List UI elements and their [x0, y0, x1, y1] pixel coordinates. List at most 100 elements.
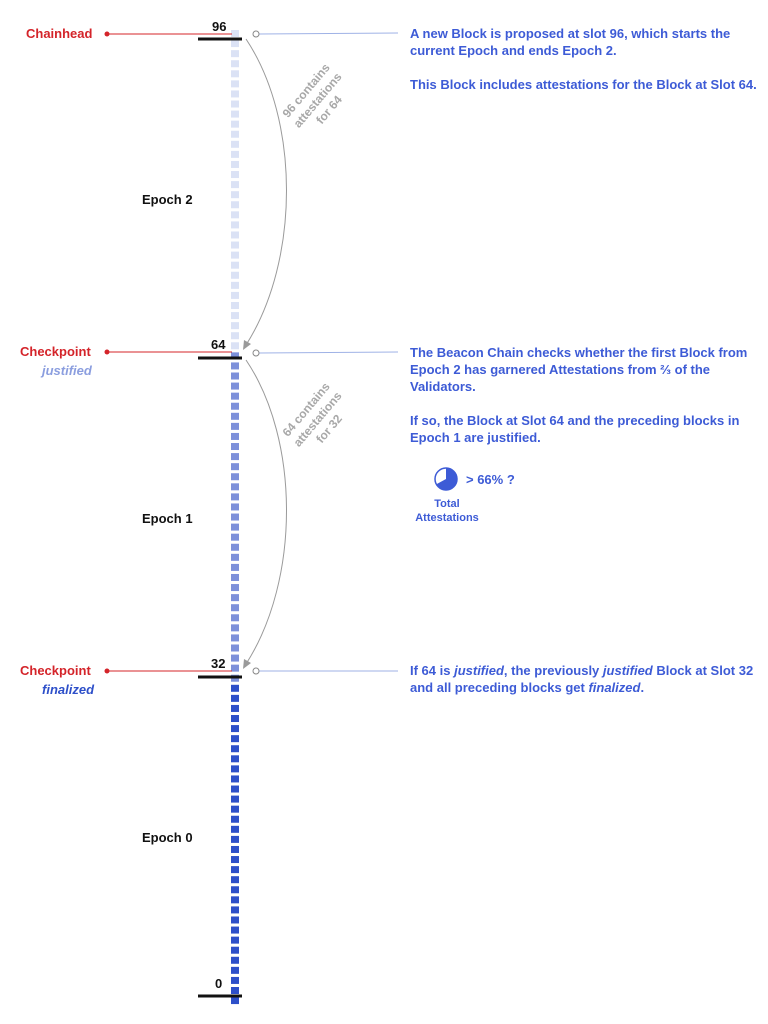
block-slot-53	[231, 463, 239, 471]
block-slot-9	[231, 906, 239, 914]
block-slot-76	[231, 231, 239, 239]
checkpoint-justified-label: Checkpoint	[20, 344, 91, 359]
total-attestations-line2: Attestations	[415, 512, 479, 524]
block-slot-70	[231, 291, 239, 299]
block-slot-85	[231, 140, 239, 148]
block-slot-82	[231, 171, 239, 179]
note-new-block-p2: This Block includes attestations for the…	[410, 77, 757, 92]
block-slot-88	[231, 110, 239, 118]
block-slot-16	[231, 835, 239, 843]
block-slot-33	[231, 664, 239, 672]
block-slot-13	[231, 866, 239, 874]
block-slot-81	[231, 181, 239, 189]
block-slot-12	[231, 876, 239, 884]
block-slot-65	[231, 342, 239, 350]
block-slot-48	[231, 513, 239, 521]
block-slot-90	[231, 90, 239, 98]
block-slot-77	[231, 221, 239, 229]
total-attestations-line1: Total	[434, 498, 460, 510]
block-slot-59	[231, 402, 239, 410]
block-slot-68	[231, 312, 239, 320]
note-finalization-text: If 64 is	[410, 663, 455, 678]
block-slot-61	[231, 382, 239, 390]
note-finalization-emphasis: finalized	[588, 680, 641, 695]
note-new-block: A new Block is proposed at slot 96, whic…	[410, 25, 760, 93]
block-slot-92	[231, 70, 239, 78]
block-slot-7	[231, 926, 239, 934]
checkpoint-justified-pointer-dot	[104, 349, 110, 355]
block-slot-73	[231, 261, 239, 269]
arc-64-to-32-arrowhead	[243, 659, 251, 669]
block-slot-4	[231, 956, 239, 964]
block-slot-36	[231, 634, 239, 642]
block-slot-51	[231, 483, 239, 491]
block-slot-44	[231, 553, 239, 561]
note-finalization-text: , the previously	[503, 663, 603, 678]
note-justification-p1: The Beacon Chain checks whether the firs…	[410, 345, 748, 394]
block-slot-5	[231, 946, 239, 954]
note-new-block-p1: A new Block is proposed at slot 96, whic…	[410, 26, 731, 58]
block-slot-52	[231, 473, 239, 481]
block-slot-91	[231, 80, 239, 88]
note2-pointer-line	[258, 351, 399, 354]
checkpoint-finalized-pointer-dot	[104, 668, 110, 674]
block-slot-62	[231, 372, 239, 380]
block-slot-10	[231, 896, 239, 904]
block-slot-25	[231, 745, 239, 753]
block-slot-24	[231, 755, 239, 763]
slot-number-64: 64	[211, 337, 226, 352]
block-slot-60	[231, 392, 239, 400]
block-slot-34	[231, 654, 239, 662]
block-slot-96	[231, 30, 239, 37]
note1-pointer-line	[258, 32, 399, 35]
block-slot-75	[231, 241, 239, 249]
slot-number-32: 32	[211, 656, 226, 671]
block-slot-30	[231, 694, 239, 702]
block-slot-63	[231, 362, 239, 370]
chainhead-label: Chainhead	[26, 26, 93, 41]
block-slot-11	[231, 886, 239, 894]
block-slot-72	[231, 271, 239, 279]
block-slot-84	[231, 150, 239, 158]
note-finalization-emphasis: justified	[602, 663, 653, 678]
block-slot-6	[231, 936, 239, 944]
block-slot-31	[231, 684, 239, 692]
attestation-threshold: > 66% ?	[466, 472, 515, 487]
block-slot-93	[231, 60, 239, 68]
block-slot-86	[231, 130, 239, 138]
block-slot-95	[231, 40, 239, 48]
block-slot-22	[231, 775, 239, 783]
block-slot-46	[231, 533, 239, 541]
block-slot-94	[231, 50, 239, 58]
note-finalization-text: .	[640, 680, 645, 695]
block-slot-2	[231, 976, 239, 984]
block-slot-26	[231, 735, 239, 743]
slot-number-96: 96	[212, 19, 227, 34]
block-slot-20	[231, 795, 239, 803]
slot-number-0: 0	[215, 976, 223, 991]
arc-96-to-64	[245, 38, 287, 346]
note-justification-p2: If so, the Block at Slot 64 and the prec…	[410, 413, 740, 445]
block-slot-43	[231, 563, 239, 571]
note-finalization-p1: If 64 is justified, the previously justi…	[410, 662, 760, 696]
block-slot-17	[231, 825, 239, 833]
block-slot-45	[231, 543, 239, 551]
block-slot-3	[231, 966, 239, 974]
justified-state-label: justified	[42, 363, 92, 378]
arc-64-to-32	[245, 359, 287, 665]
block-slot-39	[231, 604, 239, 612]
block-slot-27	[231, 725, 239, 733]
block-slot-37	[231, 624, 239, 632]
block-slot-64	[231, 352, 239, 360]
note-finalization-text: Block at Slot 32 and all preceding block…	[410, 663, 754, 695]
attestation-pie-slice	[436, 468, 457, 490]
block-slot-15	[231, 845, 239, 853]
block-slot-87	[231, 120, 239, 128]
note2-pointer-dot	[252, 349, 260, 357]
block-slot-42	[231, 573, 239, 581]
block-slot-38	[231, 614, 239, 622]
block-slot-28	[231, 715, 239, 723]
block-slot-41	[231, 584, 239, 592]
